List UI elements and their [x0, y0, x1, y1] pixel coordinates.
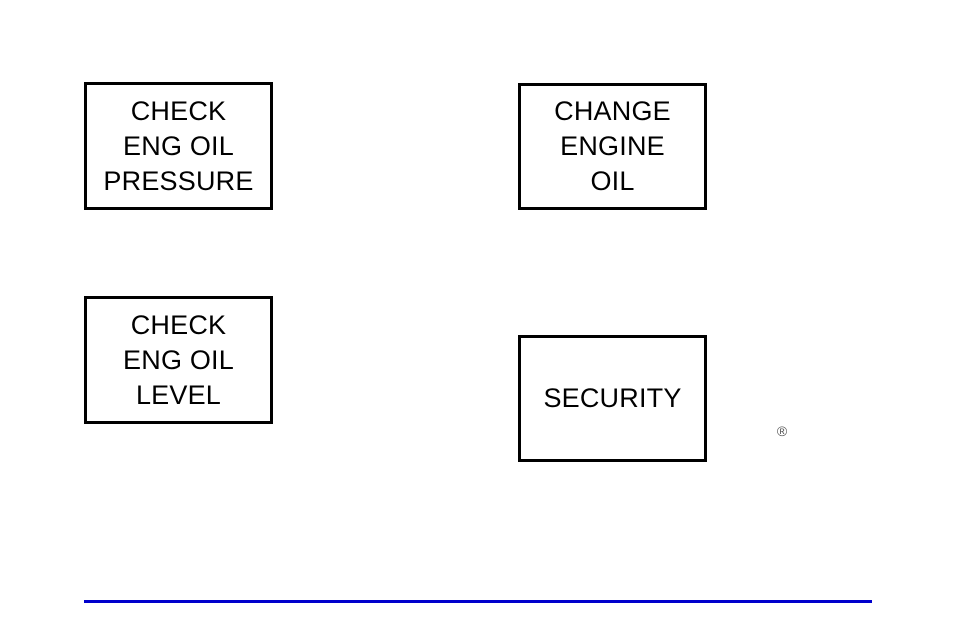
message-line: CHECK [130, 309, 227, 340]
message-line: ENGINE [560, 131, 665, 161]
display-message-box-change-engine-oil: CHANGE ENGINE OIL [518, 83, 707, 210]
display-message-box-check-eng-oil-level: CHECK ENG OIL LEVEL [84, 296, 273, 424]
footer-divider-rule [84, 600, 872, 603]
message-line: CHANGE [554, 96, 671, 126]
message-line: OIL [590, 166, 635, 196]
message-line: LEVEL [135, 379, 222, 410]
display-message-box-check-eng-oil-pressure: CHECK ENG OIL PRESSURE [84, 82, 273, 210]
message-line: ENG OIL [123, 344, 234, 375]
message-line: PRESSURE [103, 165, 254, 196]
display-message-box-security: SECURITY [518, 335, 707, 462]
registered-trademark-icon: ® [776, 423, 788, 439]
message-line: SECURITY [543, 383, 682, 413]
message-line: ENG OIL [123, 130, 234, 161]
message-line: CHECK [130, 95, 227, 126]
